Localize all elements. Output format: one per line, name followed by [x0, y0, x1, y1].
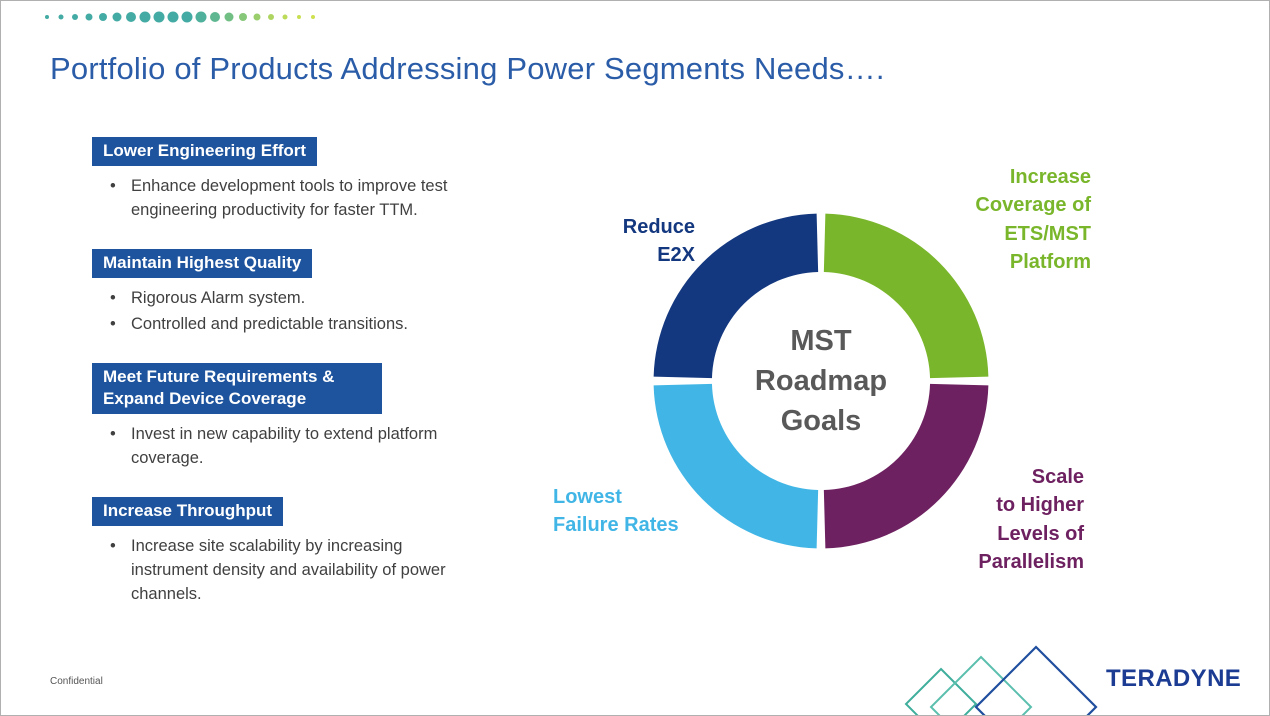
confidential-label: Confidential [50, 676, 103, 687]
section-lower-engineering-effort: Lower Engineering Effort Enhance develop… [92, 137, 502, 223]
bullet-item: Enhance development tools to improve tes… [92, 175, 476, 223]
donut-segment-increase-coverage [823, 213, 989, 379]
section-header: Maintain Highest Quality [92, 248, 313, 279]
label-scale-parallelism: Scale to Higher Levels of Parallelism [978, 466, 1084, 574]
section-header: Increase Throughput [92, 496, 284, 526]
section-maintain-highest-quality: Maintain Highest Quality Rigorous Alarm … [92, 248, 502, 337]
bullet-item: Invest in new capability to extend platf… [92, 423, 476, 471]
section-header: Lower Engineering Effort [92, 137, 318, 167]
bullet-list: Invest in new capability to extend platf… [92, 423, 502, 471]
bullet-item: Rigorous Alarm system. [92, 287, 476, 311]
decorative-dots [45, 11, 315, 23]
brand-wordmark: TERADYNE [1106, 665, 1242, 692]
donut-segment-lowest-failure-rates [653, 383, 819, 549]
bullet-list: Increase site scalability by increasing … [92, 535, 502, 607]
donut-center-label: MST Roadmap Goals [754, 324, 888, 437]
goals-list: Lower Engineering Effort Enhance develop… [92, 137, 502, 633]
bullet-item: Increase site scalability by increasing … [92, 535, 476, 607]
page-title: Portfolio of Products Addressing Power S… [50, 51, 885, 86]
donut-segment-reduce-e2x [653, 213, 819, 379]
section-header: Meet Future Requirements & Expand Device… [92, 362, 382, 415]
section-meet-future-requirements: Meet Future Requirements & Expand Device… [92, 362, 502, 471]
label-reduce-e2x: Reduce E2X [622, 216, 695, 267]
bullet-item: Controlled and predictable transitions. [92, 313, 476, 337]
teradyne-logo-icon [904, 645, 1098, 715]
bullet-list: Enhance development tools to improve tes… [92, 175, 502, 223]
label-lowest-failure-rates: Lowest Failure Rates [553, 486, 679, 537]
section-increase-throughput: Increase Throughput Increase site scalab… [92, 496, 502, 607]
donut-chart: MST Roadmap Goals [644, 204, 998, 558]
label-increase-coverage: Increase Coverage of ETS/MST Platform [975, 166, 1091, 274]
donut-segment-scale-parallelism [823, 383, 989, 549]
bullet-list: Rigorous Alarm system. Controlled and pr… [92, 287, 502, 337]
